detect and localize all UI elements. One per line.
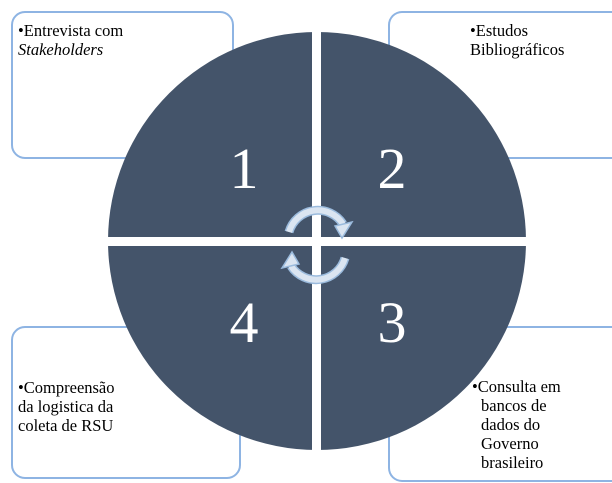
divider-vertical	[312, 24, 321, 458]
quadrant-2-line-2: Bibliográficos	[470, 40, 565, 59]
quadrant-2-text: •Estudos Bibliográficos	[470, 21, 564, 59]
bullet: •	[18, 21, 24, 40]
quadrant-1-number: 1	[230, 136, 259, 201]
quadrant-3-line-3: dados do	[481, 415, 541, 434]
bullet: •	[470, 21, 476, 40]
pie-quadrant-1	[108, 32, 317, 241]
quadrant-3-line-4: Governo	[481, 434, 539, 453]
quadrant-1-text: •Entrevista com Stakeholders	[18, 21, 123, 59]
quadrant-3-line-5: brasileiro	[481, 453, 544, 472]
quadrant-3-number: 3	[378, 290, 407, 355]
bullet: •	[18, 378, 24, 397]
pie-quadrant-2	[317, 32, 526, 241]
pie-quadrant-3	[317, 241, 526, 450]
quadrant-3-text: •Consulta em bancos de dados do Governo …	[472, 377, 561, 472]
quadrant-3-line-1: Consulta em	[477, 377, 561, 396]
quadrant-1-italic-line: Stakeholders	[18, 40, 104, 59]
quadrant-4-line-2: da logistica da	[18, 397, 114, 416]
quadrant-4-text: •Compreensão da logistica da coleta de R…	[18, 378, 115, 435]
bullet: •	[472, 377, 478, 396]
quadrant-4-line-3: coleta de RSU	[18, 416, 114, 435]
quadrant-4-number: 4	[230, 290, 259, 355]
quadrant-2-line-1: Estudos	[475, 21, 529, 40]
quadrant-4-line-1: Compreensão	[23, 378, 115, 397]
quadrant-1-line-1: Entrevista com	[23, 21, 124, 40]
pie-quadrant-4	[108, 241, 317, 450]
quadrant-2-number: 2	[378, 136, 407, 201]
cycle-arrows-icon	[280, 205, 354, 285]
quadrant-3-line-2: bancos de	[481, 396, 547, 415]
